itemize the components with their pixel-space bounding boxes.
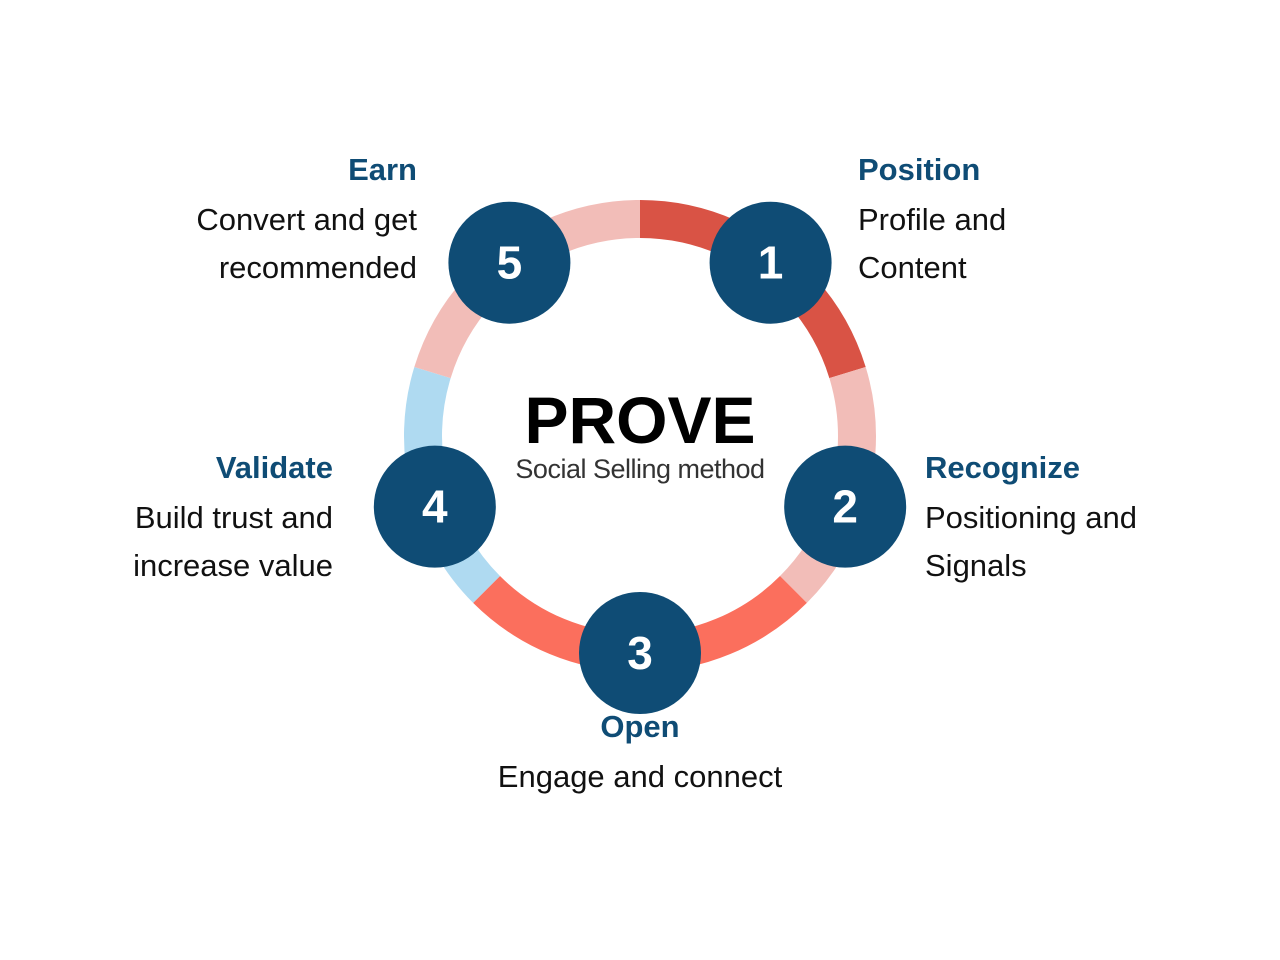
step-description-line: Build trust and [134, 500, 333, 535]
step-description-line: increase value [133, 548, 333, 583]
step-node-1-circle [709, 201, 832, 324]
step-description-line: Signals [925, 548, 1027, 583]
step-recognize: Recognize Positioning and Signals [925, 448, 1225, 590]
step-node-4-number: 4 [422, 481, 448, 533]
step-description-line: recommended [218, 250, 417, 285]
step-nodes: 1 2 3 4 5 [373, 201, 907, 714]
step-title: Earn [348, 152, 417, 187]
step-node-5-circle [448, 201, 571, 324]
step-position: Position Profile and Content [858, 150, 1158, 292]
step-description: Engage and connect [440, 753, 840, 801]
step-title: Recognize [925, 450, 1081, 485]
step-node-3-circle [579, 592, 701, 714]
step-description-line: Positioning and [925, 500, 1137, 535]
step-open: Open Engage and connect [440, 707, 840, 801]
diagram-title: PROVE [524, 383, 756, 457]
step-description-line: Content [858, 250, 967, 285]
step-description-line: Convert and get [196, 202, 417, 237]
step-description: Convert and get recommended [117, 196, 417, 292]
step-title: Validate [215, 450, 333, 485]
step-node-3-number: 3 [627, 627, 653, 679]
step-node-2-number: 2 [832, 481, 858, 533]
step-node-5-number: 5 [497, 237, 523, 289]
step-validate: Validate Build trust and increase value [33, 448, 333, 590]
step-description: Build trust and increase value [33, 494, 333, 590]
step-description: Positioning and Signals [925, 494, 1225, 590]
step-description-line: Engage and connect [497, 759, 783, 794]
step-title: Open [600, 709, 680, 744]
step-node-4-circle [373, 445, 496, 568]
step-node-2-circle [784, 445, 907, 568]
diagram-subtitle: Social Selling method [515, 454, 765, 484]
step-title: Position [858, 152, 981, 187]
step-description-line: Profile and [858, 202, 1007, 237]
step-earn: Earn Convert and get recommended [117, 150, 417, 292]
step-description: Profile and Content [858, 196, 1158, 292]
step-node-1-number: 1 [758, 237, 784, 289]
